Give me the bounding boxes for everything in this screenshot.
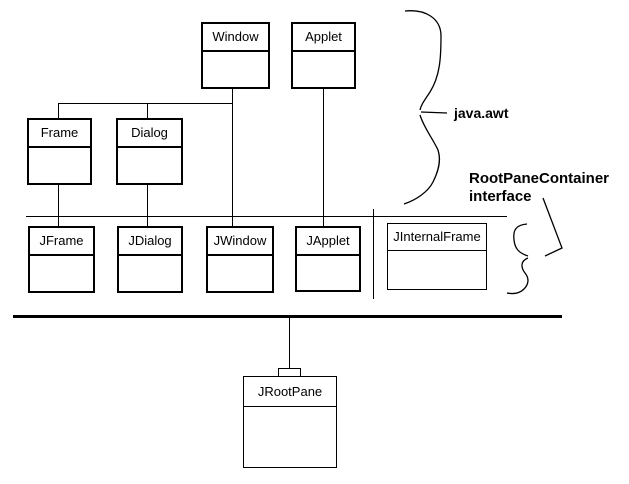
interface-pointer-line: [542, 197, 563, 257]
jinternalframe-brace: [506, 223, 529, 295]
class-box-jframe: JFrame: [28, 226, 95, 293]
class-label-jwindow: JWindow: [208, 228, 272, 256]
class-label-japplet: JApplet: [297, 228, 359, 256]
connector-jrootpane-stem: [289, 318, 290, 368]
class-box-dialog: Dialog: [116, 118, 183, 185]
connector-window-children-hline: [58, 103, 233, 104]
rootpanecontainer-label-line1: RootPaneContainer: [469, 170, 610, 187]
connector-dialog-stub: [147, 103, 148, 119]
class-label-window: Window: [203, 24, 268, 52]
class-box-jrootpane: JRootPane: [243, 376, 337, 468]
class-label-jrootpane: JRootPane: [244, 377, 336, 407]
swing-boundary-line: [26, 216, 507, 217]
connector-frame-stub: [58, 103, 59, 119]
connector-window-jwindow: [232, 88, 233, 226]
class-label-jdialog: JDialog: [119, 228, 181, 256]
class-label-jframe: JFrame: [30, 228, 93, 256]
class-box-window: Window: [201, 22, 270, 89]
connector-applet-japplet: [323, 88, 324, 226]
rootpanecontainer-label-line2: interface: [469, 188, 532, 205]
connector-frame-jframe: [58, 184, 59, 226]
package-label-java-awt: java.awt: [454, 105, 509, 121]
class-label-frame: Frame: [29, 120, 90, 148]
class-box-frame: Frame: [27, 118, 92, 185]
class-label-dialog: Dialog: [118, 120, 181, 148]
class-box-jinternalframe: JInternalFrame: [387, 223, 487, 290]
class-label-applet: Applet: [293, 24, 354, 52]
java-awt-brace: [403, 10, 448, 205]
class-box-applet: Applet: [291, 22, 356, 89]
jinternalframe-separator-line: [373, 209, 374, 299]
class-box-jdialog: JDialog: [117, 226, 183, 293]
class-box-japplet: JApplet: [295, 226, 361, 292]
connector-dialog-jdialog: [147, 184, 148, 226]
rootpane-heavy-line: [13, 315, 562, 318]
class-box-jwindow: JWindow: [206, 226, 274, 293]
class-label-jinternalframe: JInternalFrame: [388, 224, 486, 251]
rootpanecontainer-label: RootPaneContainer interface: [469, 170, 609, 206]
